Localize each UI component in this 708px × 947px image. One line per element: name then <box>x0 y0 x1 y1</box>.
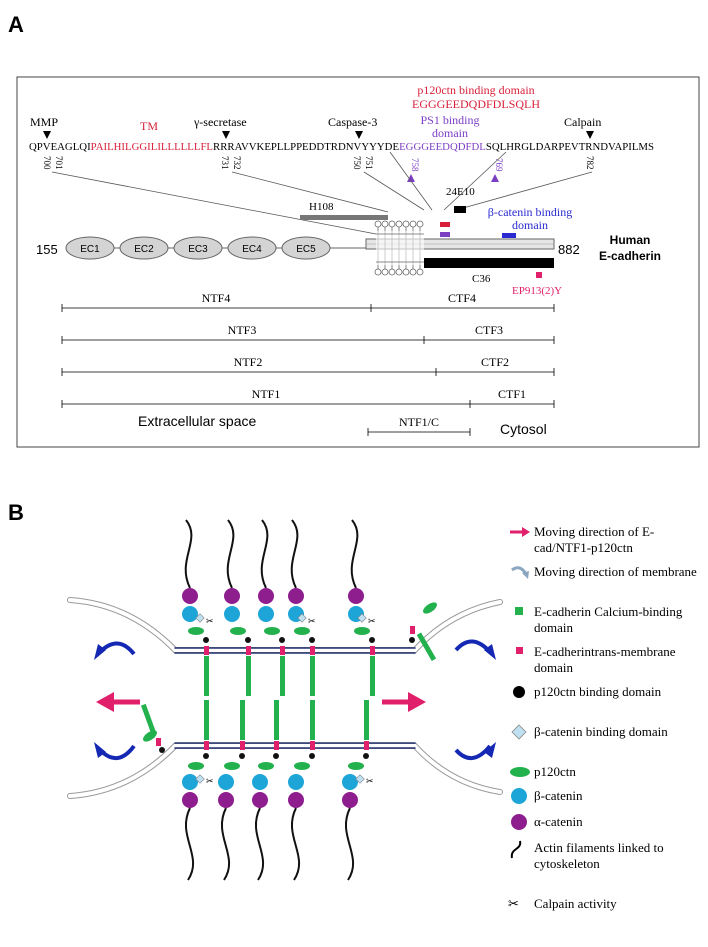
caspase-arrow <box>355 131 363 139</box>
ec3-label: EC3 <box>188 244 208 255</box>
ntf1-label: NTF1 <box>252 387 281 401</box>
beta-label-1: β-catenin binding <box>488 205 572 219</box>
pos-701: 701 <box>54 156 64 170</box>
beta-marker <box>502 233 516 238</box>
c36-label: C36 <box>472 273 491 285</box>
ntf1c-label: NTF1/C <box>399 415 439 429</box>
e24-label: 24E10 <box>446 186 475 198</box>
protein-name-1: Human <box>610 233 651 247</box>
pink-arrow-right <box>382 692 426 712</box>
ps1-arrow-758 <box>407 174 415 182</box>
caspase-label: Caspase-3 <box>328 115 377 129</box>
ep913-marker <box>536 272 542 278</box>
diamond-icon <box>511 724 527 740</box>
ec5-label: EC5 <box>296 244 316 255</box>
p120-marker <box>440 222 450 227</box>
blue-circle-icon <box>511 788 527 804</box>
ec1-label: EC1 <box>80 244 100 255</box>
pos-758: 758 <box>410 158 420 172</box>
pos-700: 700 <box>42 156 52 170</box>
ps1-label-2: domain <box>432 126 468 140</box>
membrane-bilayer <box>374 220 424 276</box>
curve-line-icon <box>510 840 522 859</box>
svg-text:✂: ✂ <box>308 616 316 626</box>
ec4-label: EC4 <box>242 244 262 255</box>
pos-769: 769 <box>494 158 504 172</box>
leader-lines <box>51 151 593 235</box>
green-ellipse-icon <box>510 767 530 777</box>
panel-b-label: B <box>8 500 24 525</box>
curved-arrow-icon <box>511 566 529 579</box>
panel-a-label: A <box>8 12 24 37</box>
mmp-arrow <box>43 131 51 139</box>
ps1-label-1: PS1 binding <box>420 113 479 127</box>
start-residue: 155 <box>36 242 58 257</box>
svg-text:✂: ✂ <box>206 776 214 786</box>
ntf2-label: NTF2 <box>234 355 263 369</box>
ctf2-label: CTF2 <box>481 355 509 369</box>
p120-sequence: EGGGEEDQDFDLSQLH <box>412 97 540 111</box>
scissors-icon: ✂ <box>508 896 519 911</box>
p120-title: p120ctn binding domain <box>417 83 534 97</box>
ctf3-label: CTF3 <box>475 323 503 337</box>
pos-751: 751 <box>364 156 374 170</box>
svg-text:✂: ✂ <box>368 616 376 626</box>
green-square-icon <box>515 607 523 615</box>
pos-782: 782 <box>585 156 595 170</box>
pink-arrow-left <box>96 692 140 712</box>
svg-text:✂: ✂ <box>366 776 374 786</box>
calpain-arrow <box>586 131 594 139</box>
pos-750: 750 <box>352 156 362 170</box>
h108-bar <box>300 215 388 220</box>
ntf4-label: NTF4 <box>202 291 231 305</box>
beta-label-2: domain <box>512 218 548 232</box>
calcium-binding-rods <box>204 656 375 740</box>
upper-complexes: ✂ ✂ ✂ <box>182 519 376 655</box>
cytosol-label: Cytosol <box>500 421 547 437</box>
protein-name-2: E-cadherin <box>599 249 661 263</box>
gamma-arrow <box>222 131 230 139</box>
black-dot-icon <box>513 686 525 698</box>
e24-bar <box>454 206 466 213</box>
ntf3-label: NTF3 <box>228 323 257 337</box>
gamma-secretase-label: γ-secretase <box>193 115 247 129</box>
ps1-arrow-769 <box>491 174 499 182</box>
ep913-label: EP913(2)Y <box>512 285 562 297</box>
c36-bar <box>424 258 554 268</box>
released-fragments <box>140 602 437 753</box>
ps1-marker <box>440 232 450 237</box>
extracellular-label: Extracellular space <box>138 413 256 429</box>
pink-square-icon <box>516 647 523 654</box>
panel-a-diagram: p120ctn binding domain EGGGEEDQDFDLSQLH … <box>16 76 700 448</box>
svg-text:✂: ✂ <box>206 616 214 626</box>
fragment-brackets <box>61 304 555 436</box>
ec2-label: EC2 <box>134 244 154 255</box>
end-residue: 882 <box>558 242 580 257</box>
pink-arrow-icon <box>510 527 530 537</box>
tm-label: TM <box>140 119 158 133</box>
h108-label: H108 <box>309 201 334 213</box>
lower-complexes: ✂✂ <box>182 741 374 881</box>
ctf1-label: CTF1 <box>498 387 526 401</box>
ctf4-label: CTF4 <box>448 291 476 305</box>
pos-731: 731 <box>220 156 230 170</box>
ec-domains <box>65 236 366 260</box>
panel-b-diagram: ✂✂✂ ✂✂ <box>67 519 503 881</box>
calpain-label: Calpain <box>564 115 601 129</box>
purple-circle-icon <box>511 814 527 830</box>
mmp-label: MMP <box>30 115 58 129</box>
membrane-lower <box>67 742 503 799</box>
pos-732: 732 <box>232 156 242 170</box>
